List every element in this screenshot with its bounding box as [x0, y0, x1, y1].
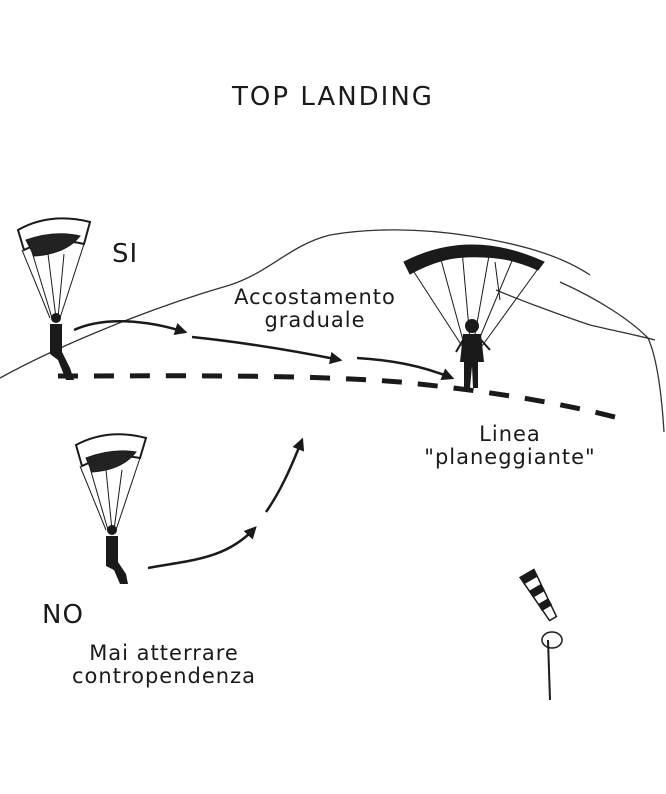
approach-label-line-2: graduale [264, 308, 366, 333]
arrow-icon [191, 335, 343, 365]
arrow-icon [356, 356, 455, 381]
paraglider-descending-icon [16, 217, 92, 380]
yes-label: SI [112, 239, 139, 269]
uphill-arrows [147, 437, 305, 570]
warning-label-line-1: Mai atterrare [89, 641, 239, 665]
diagram-title: TOP LANDING [232, 82, 434, 112]
approach-label-line-1: Accostamento [234, 285, 396, 309]
warning-label-line-2: contropendenza [72, 664, 256, 689]
pilot-landed-icon [455, 319, 491, 388]
no-label: NO [42, 600, 84, 630]
windsock-icon [518, 568, 563, 701]
flare-line [57, 373, 627, 423]
approach-arrows [73, 320, 455, 381]
warning-label: Mai atterrare contropendenza [44, 641, 284, 689]
approach-label: Accostamento graduale [210, 285, 420, 333]
line-label-line-2: "planeggiante" [424, 445, 596, 470]
paraglider-descending-icon [74, 433, 148, 584]
arrow-icon [147, 526, 257, 570]
paraglider-flying-icon [403, 244, 545, 347]
line-label: Linea "planeggiante" [405, 422, 615, 470]
arrow-icon [73, 320, 188, 336]
hill-outline [0, 229, 665, 433]
line-label-line-1: Linea [479, 422, 541, 446]
arrow-icon [264, 437, 305, 513]
